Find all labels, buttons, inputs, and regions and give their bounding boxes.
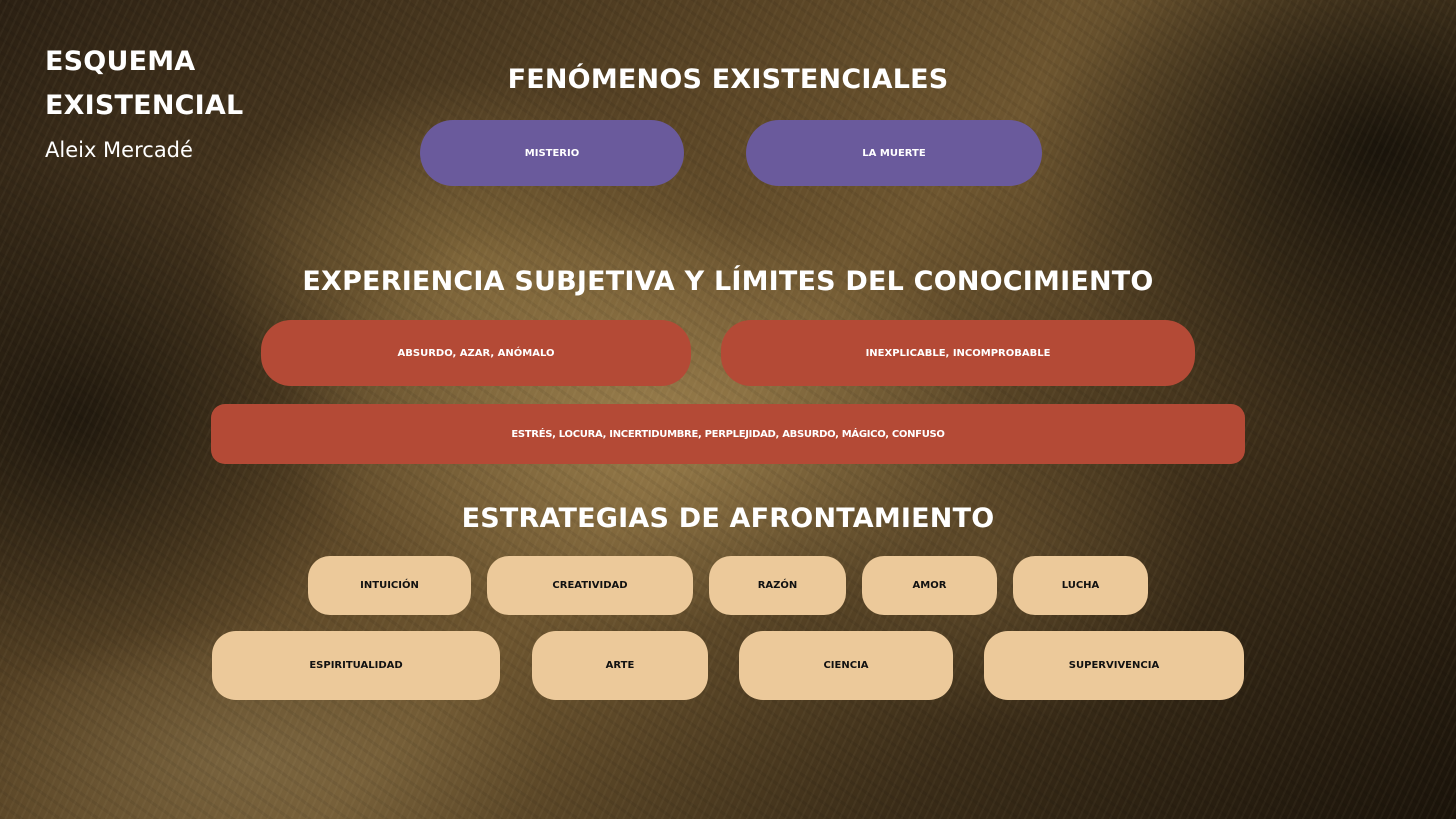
brand-title: ESQUEMA EXISTENCIAL (45, 40, 243, 128)
strategy-pill-ciencia: CIENCIA (739, 631, 953, 700)
strategy-pill-intuicion: INTUICIÓN (308, 556, 471, 615)
brand-title-line2: EXISTENCIAL (45, 90, 244, 121)
strategy-pill-arte: ARTE (532, 631, 708, 700)
strategy-pill-lucha: LUCHA (1013, 556, 1148, 615)
phenomenon-pill-la-muerte: LA MUERTE (746, 120, 1042, 186)
strategy-pill-supervivencia: SUPERVIVENCIA (984, 631, 1244, 700)
phenomena-heading: FENÓMENOS EXISTENCIALES (507, 64, 949, 95)
brand-title-line1: ESQUEMA (45, 46, 196, 77)
phenomenon-pill-misterio: MISTERIO (420, 120, 684, 186)
experience-pill-estres: ESTRÉS, LOCURA, INCERTIDUMBRE, PERPLEJID… (211, 404, 1245, 464)
strategy-pill-espiritualidad: ESPIRITUALIDAD (212, 631, 500, 700)
strategy-pill-amor: AMOR (862, 556, 997, 615)
experience-pill-inexplicable: INEXPLICABLE, INCOMPROBABLE (721, 320, 1195, 386)
experience-heading: EXPERIENCIA SUBJETIVA Y LÍMITES DEL CONO… (302, 266, 1154, 297)
strategies-heading: ESTRATEGIAS DE AFRONTAMIENTO (461, 503, 995, 534)
strategy-pill-creatividad: CREATIVIDAD (487, 556, 693, 615)
strategy-pill-razon: RAZÓN (709, 556, 846, 615)
experience-pill-absurdo: ABSURDO, AZAR, ANÓMALO (261, 320, 691, 386)
brand-author: Aleix Mercadé (45, 138, 193, 162)
